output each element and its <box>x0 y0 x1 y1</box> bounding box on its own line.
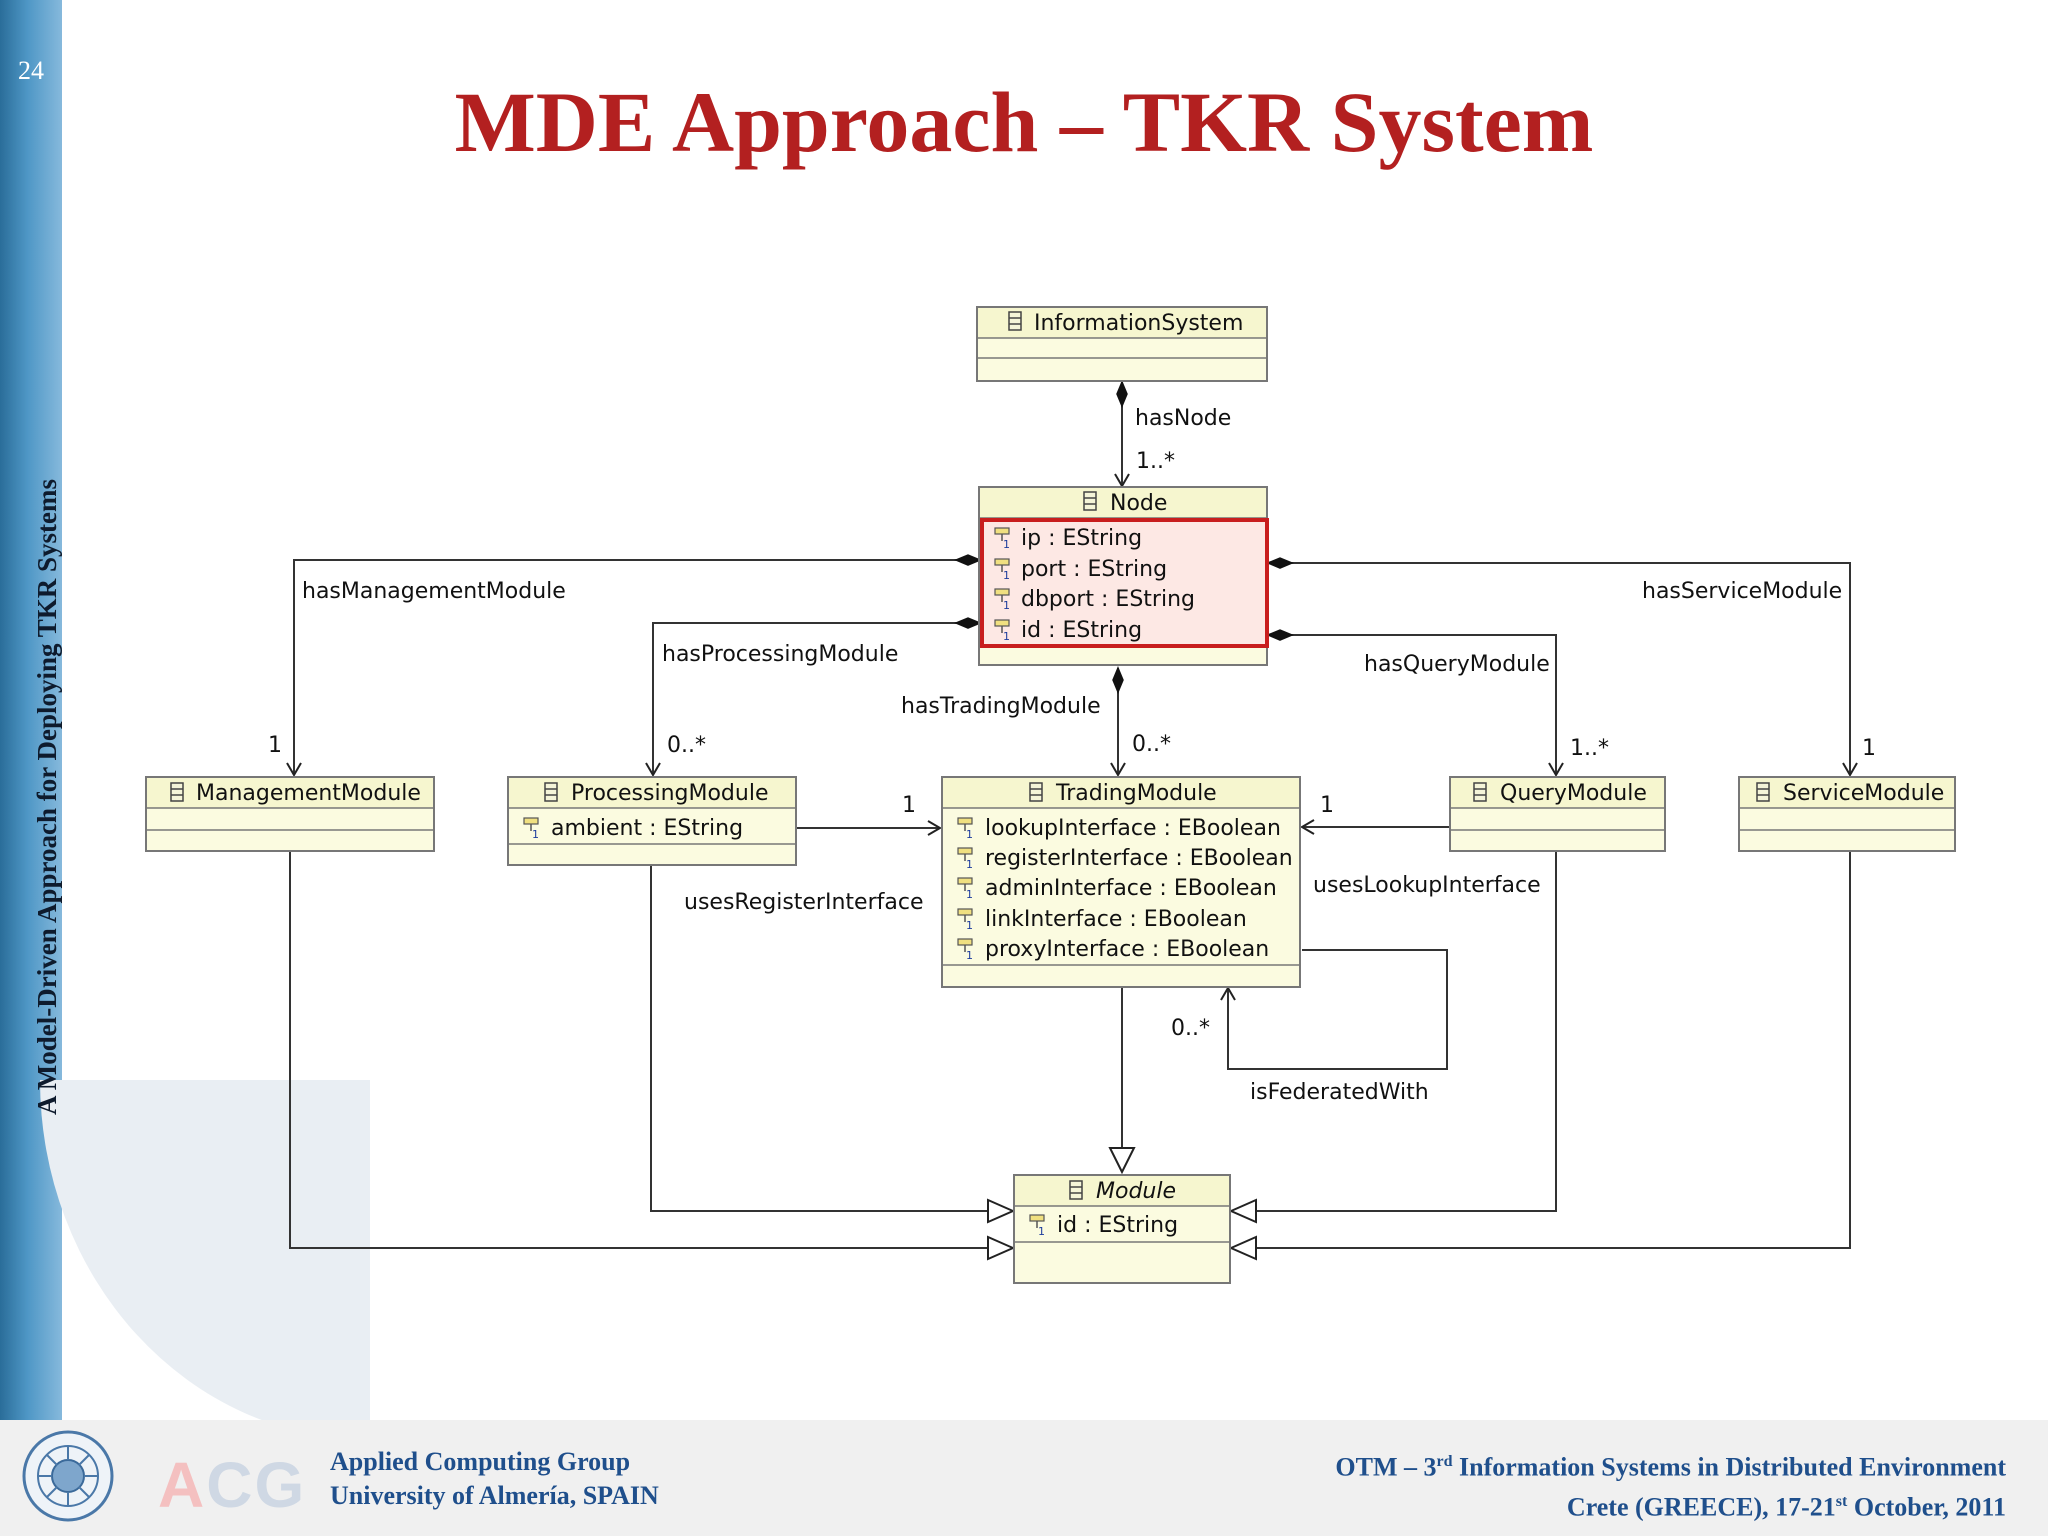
processing-generalization-head <box>987 1198 1016 1224</box>
has-processing-module-label: hasProcessingModule <box>662 642 898 667</box>
has-management-arrow <box>286 762 302 777</box>
uses-register-interface-multiplicity: 1 <box>902 793 916 818</box>
class-icon <box>1083 491 1097 511</box>
node-attributes-highlight <box>980 518 1269 648</box>
processing-generalization-line <box>650 866 988 1212</box>
has-processing-diamond <box>954 617 982 629</box>
class-processing-module: ProcessingModule ambient : EString <box>507 776 797 866</box>
has-trading-arrow <box>1110 762 1126 777</box>
has-service-module-line <box>1268 562 1851 775</box>
query-generalization-line <box>1256 852 1557 1212</box>
class-name: InformationSystem <box>1034 311 1243 336</box>
has-trading-module-multiplicity: 0..* <box>1132 732 1171 757</box>
class-management-module: ManagementModule <box>145 776 435 852</box>
has-processing-module-line <box>652 622 980 775</box>
class-icon <box>1029 782 1043 802</box>
class-name: ManagementModule <box>196 781 421 806</box>
class-information-system: InformationSystem <box>976 306 1268 382</box>
slide-title: MDE Approach – TKR System <box>454 74 1594 170</box>
attribute: dbport : EString <box>1021 587 1195 612</box>
service-generalization-line <box>1256 852 1851 1249</box>
has-management-module-multiplicity: 1 <box>268 733 282 758</box>
footer-event-name: OTM – 3rd Information Systems in Distrib… <box>1335 1452 2006 1482</box>
class-icon <box>1069 1180 1083 1200</box>
has-node-diamond <box>1116 380 1128 408</box>
class-name: ServiceModule <box>1783 781 1944 806</box>
class-icon <box>544 782 558 802</box>
attribute: id : EString <box>1057 1213 1178 1238</box>
attribute: lookupInterface : EBoolean <box>985 816 1281 841</box>
university-seal-icon <box>22 1430 114 1522</box>
has-query-module-label: hasQueryModule <box>1364 652 1550 677</box>
attribute: proxyInterface : EBoolean <box>985 937 1269 962</box>
is-federated-with-multiplicity: 0..* <box>1171 1016 1210 1041</box>
connector-ends <box>954 380 1294 694</box>
footer-organization: Applied Computing Group University of Al… <box>330 1445 659 1513</box>
footer-group-name: Applied Computing Group <box>330 1447 631 1476</box>
has-processing-arrow <box>645 762 661 777</box>
has-service-diamond <box>1266 557 1294 569</box>
connectors <box>289 382 1851 1249</box>
has-query-diamond <box>1266 629 1294 641</box>
has-processing-module-multiplicity: 0..* <box>667 733 706 758</box>
uses-lookup-interface-label: usesLookupInterface <box>1313 873 1541 898</box>
query-generalization-head <box>1228 1198 1257 1224</box>
class-icon <box>1008 311 1022 331</box>
has-trading-diamond <box>1112 666 1124 694</box>
class-name: QueryModule <box>1500 781 1647 806</box>
uses-register-arrow <box>927 820 942 836</box>
class-name: TradingModule <box>1055 781 1217 806</box>
has-node-multiplicity: 1..* <box>1136 449 1175 474</box>
has-query-module-line <box>1268 634 1557 775</box>
attribute: linkInterface : EBoolean <box>985 907 1247 932</box>
class-name: Node <box>1110 491 1167 516</box>
has-management-module-label: hasManagementModule <box>302 579 566 604</box>
footer-event: OTM – 3rd Information Systems in Distrib… <box>1335 1445 2006 1524</box>
class-name: ProcessingModule <box>571 781 768 806</box>
attribute: adminInterface : EBoolean <box>985 876 1277 901</box>
is-federated-with-label: isFederatedWith <box>1250 1080 1429 1105</box>
has-management-module-line <box>293 559 980 775</box>
management-generalization-head <box>987 1235 1016 1261</box>
class-icon <box>170 782 184 802</box>
acg-logo: ACG <box>158 1449 307 1521</box>
has-service-module-multiplicity: 1 <box>1862 736 1876 761</box>
class-icon <box>1756 782 1770 802</box>
class-service-module: ServiceModule <box>1738 776 1956 852</box>
has-node-label: hasNode <box>1135 406 1231 431</box>
attribute: id : EString <box>1021 618 1142 643</box>
has-management-diamond <box>954 554 982 566</box>
footer-band <box>0 1420 2048 1536</box>
footer-university: University of Almería, SPAIN <box>330 1481 659 1510</box>
footer-event-location: Crete (GREECE), 17-21st October, 2011 <box>1566 1492 2006 1522</box>
is-federated-with-line <box>1227 949 1448 1070</box>
uses-lookup-arrow <box>1300 819 1315 835</box>
attribute: registerInterface : EBoolean <box>985 846 1293 871</box>
sidebar-band <box>0 0 62 1420</box>
attribute: ip : EString <box>1021 526 1142 551</box>
class-module: Module id : EString <box>1013 1174 1231 1284</box>
attribute: port : EString <box>1021 557 1167 582</box>
has-service-arrow <box>1842 762 1858 777</box>
class-node: Node ip : EString port : EString dbport … <box>978 486 1269 666</box>
attribute: ambient : EString <box>551 816 743 841</box>
service-generalization-head <box>1228 1235 1257 1261</box>
class-query-module: QueryModule <box>1449 776 1666 852</box>
class-icon <box>1473 782 1487 802</box>
trading-generalization-head <box>1108 1147 1136 1175</box>
has-service-module-label: hasServiceModule <box>1642 579 1842 604</box>
uses-lookup-interface-multiplicity: 1 <box>1320 793 1334 818</box>
uses-register-interface-label: usesRegisterInterface <box>684 890 923 915</box>
management-generalization-line <box>289 852 988 1249</box>
class-trading-module: TradingModule lookupInterface : EBoolean… <box>941 776 1301 988</box>
has-query-arrow <box>1548 762 1564 777</box>
slide-number: 24 <box>18 56 44 85</box>
class-name: Module <box>1096 1179 1176 1204</box>
has-query-module-multiplicity: 1..* <box>1570 736 1609 761</box>
generalization-heads <box>987 1147 1257 1261</box>
association-labels: hasNode 1..* hasManagementModule 1 hasPr… <box>268 406 1876 1105</box>
has-trading-module-label: hasTradingModule <box>901 694 1101 719</box>
